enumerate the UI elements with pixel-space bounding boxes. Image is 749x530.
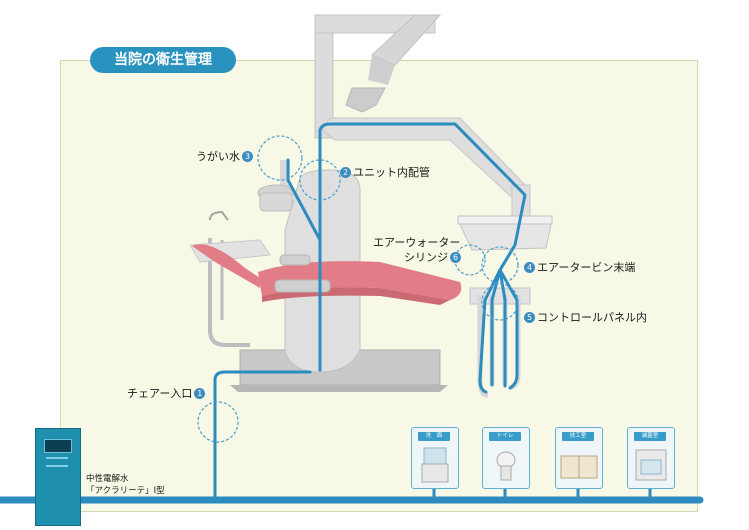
number-badge-3: 3 bbox=[242, 151, 253, 162]
device-controls bbox=[46, 457, 68, 467]
toilet-icon bbox=[496, 451, 516, 481]
facility-lab: 技工室 bbox=[555, 427, 603, 489]
facility-tag: 技工室 bbox=[562, 432, 594, 441]
facility-tag: トイレ bbox=[489, 432, 521, 441]
overhead-arm bbox=[314, 14, 442, 139]
page-title: 当院の衛生管理 bbox=[90, 47, 236, 73]
facility-sterilization: 滅菌室 bbox=[627, 427, 675, 489]
light-icon bbox=[345, 87, 386, 113]
sink-icon bbox=[421, 447, 449, 483]
facility-toilet: トイレ bbox=[482, 427, 530, 489]
number-badge-5: 5 bbox=[524, 312, 535, 323]
number-badge-1: 1 bbox=[194, 388, 206, 399]
electrolyzed-water-device bbox=[35, 428, 81, 526]
label-air-water: エアーウォーター bbox=[373, 236, 461, 249]
water-pipes bbox=[0, 122, 704, 504]
device-name: 中性電解水 「アクラリーテ」Ⅰ型 bbox=[86, 473, 165, 497]
number-badge-4: 4 bbox=[524, 262, 535, 273]
device-name-line1: 中性電解水 bbox=[86, 474, 129, 484]
device-name-line2: 「アクラリーテ」Ⅰ型 bbox=[86, 486, 165, 496]
device-display bbox=[44, 439, 72, 453]
sterilizer-icon bbox=[635, 449, 667, 481]
number-badge-2: 2 bbox=[340, 167, 351, 178]
facility-tag: 滅菌室 bbox=[634, 432, 666, 441]
seat-cushion bbox=[189, 239, 462, 305]
number-badge-6: 6 bbox=[450, 252, 461, 263]
facility-sink: 洗 面 bbox=[411, 427, 459, 489]
facility-tag: 洗 面 bbox=[418, 432, 450, 441]
workbench-icon bbox=[560, 455, 598, 479]
